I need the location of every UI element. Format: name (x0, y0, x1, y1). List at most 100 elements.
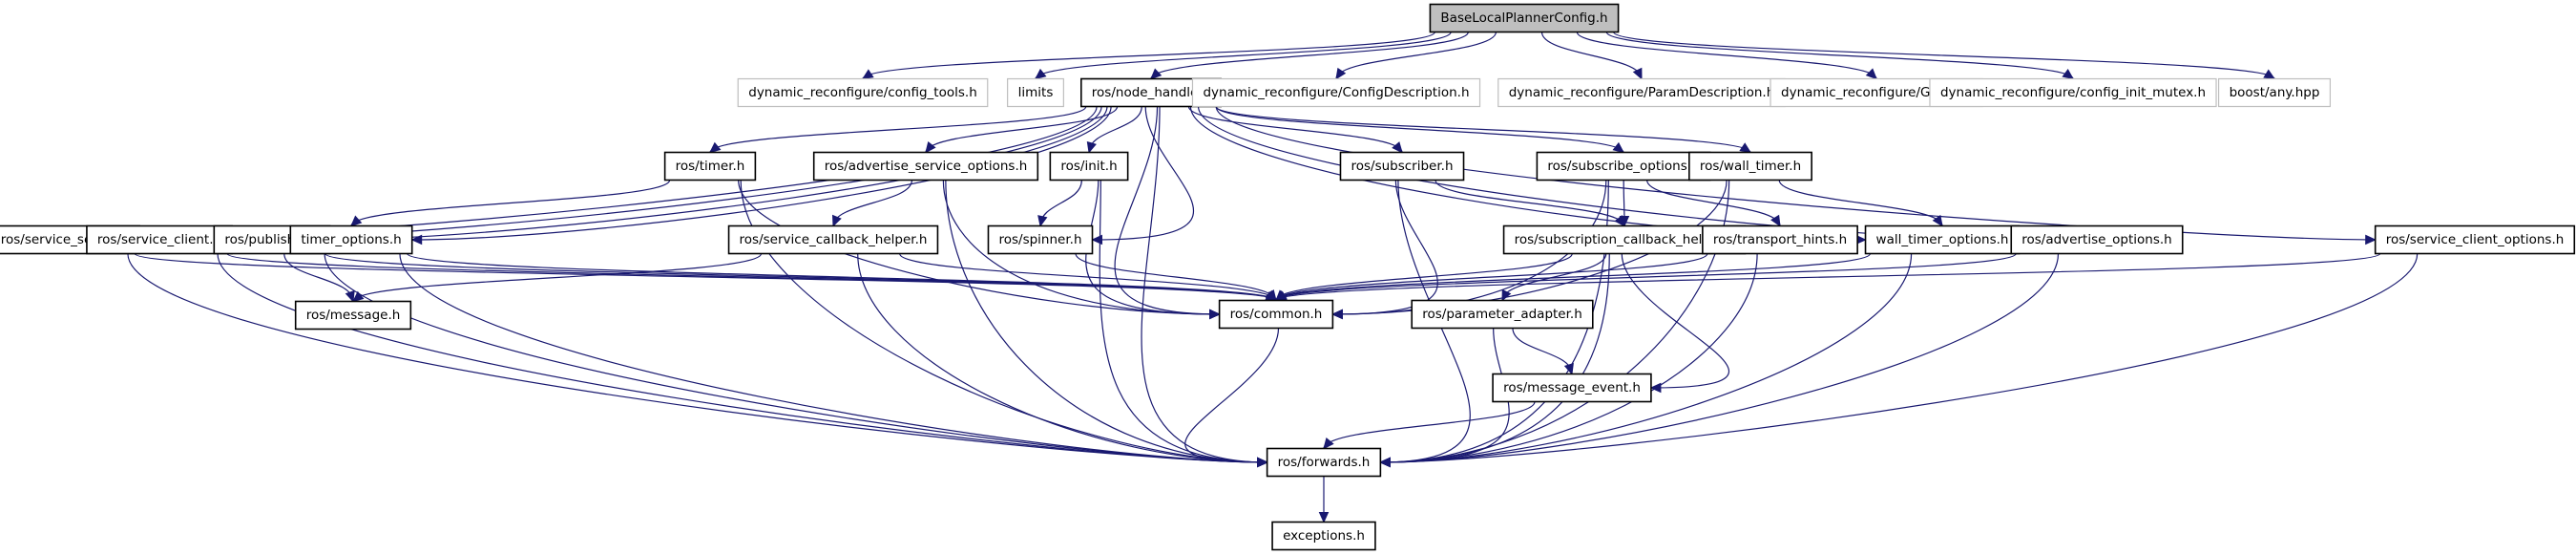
node-box (2217, 77, 2332, 108)
node-transport-hints[interactable]: ros/transport_hints.h (1702, 224, 1858, 255)
node-spinner[interactable]: ros/spinner.h (987, 224, 1094, 255)
node-label: ros/subscribe_options.h (1547, 159, 1699, 174)
arrowhead-icon (1619, 215, 1630, 227)
node-param-description[interactable]: dynamic_reconfigure/ParamDescription.h (1497, 77, 1786, 108)
node-subscriber[interactable]: ros/subscriber.h (1339, 151, 1465, 181)
edge-subscriber-to-common (1332, 180, 1438, 315)
node-box (86, 224, 233, 255)
edge-root-to-config-init-mutex (1605, 31, 2074, 80)
node-timer-options[interactable]: timer_options.h (289, 224, 413, 255)
arrowhead-icon (1209, 309, 1221, 320)
node-limits[interactable]: limits (1007, 77, 1064, 108)
node-box (1492, 373, 1652, 403)
edge-publisher-to-message (283, 253, 354, 302)
edge-root-to-boost-any (1612, 31, 2275, 80)
node-label: exceptions.h (1283, 528, 1365, 544)
node-label: ros/message.h (306, 308, 401, 323)
edge-advertise-service-options-to-service-callback-helper (832, 180, 913, 226)
node-config-description[interactable]: dynamic_reconfigure/ConfigDescription.h (1191, 77, 1481, 108)
node-label: wall_timer_options.h (1876, 232, 2009, 247)
node-wall-timer-options[interactable]: wall_timer_options.h (1864, 224, 2021, 255)
edge-node-handle-to-timer-options (411, 106, 1112, 241)
node-box (1688, 151, 1812, 181)
node-label: ros/forwards.h (1278, 455, 1371, 470)
arrowhead-icon (925, 140, 936, 154)
edge-message-event-to-forwards (1323, 401, 1536, 449)
node-timer[interactable]: ros/timer.h (663, 151, 757, 181)
edge-node-handle-to-subscriber (1187, 106, 1403, 153)
node-init[interactable]: ros/init.h (1049, 151, 1129, 181)
edge-service-client-to-common (226, 252, 1277, 302)
node-label: ros/spinner.h (998, 232, 1081, 247)
node-wall-timer[interactable]: ros/wall_timer.h (1688, 151, 1812, 181)
node-label: ros/advertise_options.h (2021, 232, 2172, 247)
edge-node-handle-to-wall-timer (1215, 105, 1751, 154)
node-service-callback-helper[interactable]: ros/service_callback_helper.h (727, 224, 939, 255)
node-message[interactable]: ros/message.h (294, 300, 412, 331)
edge-node-handle-to-publisher (329, 106, 1108, 241)
edge-wall-timer-options-to-forwards (1380, 253, 1913, 463)
edge-advertise-options-to-forwards (1380, 253, 2060, 463)
node-label: ros/node_handle.h (1092, 85, 1210, 100)
node-box (1702, 224, 1858, 255)
node-message-event[interactable]: ros/message_event.h (1492, 373, 1652, 403)
node-parameter-adapter[interactable]: ros/parameter_adapter.h (1411, 299, 1594, 330)
node-config-init-mutex[interactable]: dynamic_reconfigure/config_init_mutex.h (1929, 77, 2217, 108)
node-label: ros/transport_hints.h (1713, 232, 1847, 247)
node-label: ros/common.h (1230, 307, 1323, 322)
node-label: timer_options.h (301, 232, 401, 247)
edge-subscription-callback-helper-to-common (1275, 253, 1573, 301)
edge-parameter-adapter-to-forwards (1380, 328, 1510, 463)
node-box (1049, 151, 1129, 181)
node-root[interactable]: BaseLocalPlannerConfig.h (1429, 3, 1620, 33)
node-label: ros/service_client_options.h (2386, 232, 2565, 247)
node-label: BaseLocalPlannerConfig.h (1440, 11, 1607, 26)
edge-transport-hints-to-common (1275, 252, 1708, 302)
edge-node-handle-to-advertise-service-options (925, 106, 1119, 153)
node-forwards[interactable]: ros/forwards.h (1266, 447, 1382, 478)
node-advertise-service-options[interactable]: ros/advertise_service_options.h (812, 151, 1039, 181)
edge-service-server-to-common (134, 252, 1277, 302)
arrowhead-icon (2263, 69, 2276, 80)
node-config-tools[interactable]: dynamic_reconfigure/config_tools.h (737, 77, 989, 108)
node-label: dynamic_reconfigure/Group.h (1781, 85, 1972, 100)
node-subscribe-options[interactable]: ros/subscribe_options.h (1536, 151, 1711, 181)
arrowhead-icon (1086, 140, 1097, 154)
node-advertise-options[interactable]: ros/advertise_options.h (2010, 224, 2184, 255)
node-label: ros/subscriber.h (1351, 159, 1453, 174)
arrowhead-icon (2365, 234, 2377, 245)
edge-subscriber-to-forwards (1380, 180, 1471, 463)
arrowhead-icon (861, 69, 874, 80)
node-label: ros/init.h (1060, 159, 1117, 174)
node-box (2010, 224, 2184, 255)
edge-wall-timer-options-to-common (1275, 252, 1872, 302)
node-service-client-options[interactable]: ros/service_client_options.h (2374, 224, 2576, 255)
node-box (294, 300, 412, 331)
node-box (663, 151, 757, 181)
edge-timer-options-to-common (407, 252, 1277, 302)
edge-init-to-common (1085, 180, 1220, 315)
node-box (1266, 447, 1382, 478)
edge-timer-to-timer-options (350, 180, 671, 226)
node-common[interactable]: ros/common.h (1218, 299, 1334, 330)
node-service-client[interactable]: ros/service_client.h (86, 224, 233, 255)
node-boost-any[interactable]: boost/any.hpp (2217, 77, 2332, 108)
arrowhead-icon (410, 234, 423, 245)
arrowhead-icon (352, 290, 365, 303)
edge-node-handle-to-subscribe-options (1215, 105, 1624, 154)
node-box (289, 224, 413, 255)
edge-root-to-limits (1035, 31, 1452, 80)
node-box (737, 77, 989, 108)
edge-spinner-to-common (1075, 253, 1277, 301)
node-box (1497, 77, 1786, 108)
arrowhead-icon (2062, 69, 2074, 80)
edge-timer-options-to-forwards (399, 253, 1267, 463)
edge-node-handle-to-common (1114, 106, 1220, 315)
edge-root-to-node-handle (1150, 32, 1469, 79)
edge-advertise-service-options-to-forwards (945, 180, 1267, 463)
edge-root-to-config-description (1335, 32, 1497, 79)
node-box (2374, 224, 2576, 255)
edge-timer-to-common (738, 180, 1220, 315)
node-exceptions[interactable]: exceptions.h (1271, 521, 1376, 551)
node-label: dynamic_reconfigure/ParamDescription.h (1509, 85, 1775, 100)
